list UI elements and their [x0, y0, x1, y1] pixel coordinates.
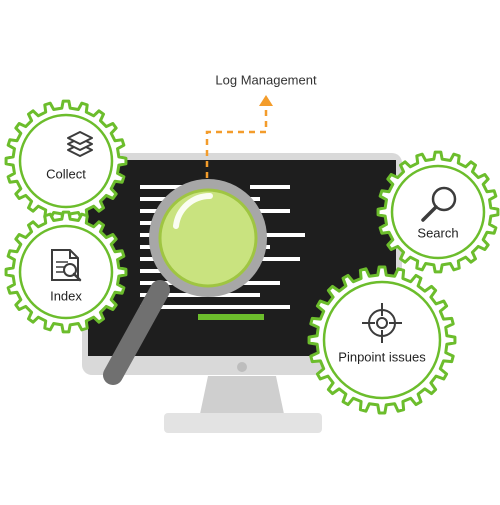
gear-label-pinpoint-issues: Pinpoint issues	[338, 349, 426, 365]
lens-highlight	[173, 192, 213, 229]
title-log-management: Log Management	[215, 72, 317, 88]
gear-search	[376, 150, 500, 274]
document-search-icon	[51, 249, 82, 282]
gear-label-index: Index	[50, 288, 82, 304]
magnifying-glass	[103, 179, 267, 385]
arrow-to-title	[205, 95, 273, 255]
gear-search-inner-ring	[390, 164, 486, 260]
layers-icon	[67, 131, 93, 157]
gear-label-search: Search	[417, 225, 459, 241]
screen-progress-line	[198, 314, 264, 320]
magnifier-handle	[103, 280, 170, 385]
gear-collect-inner-ring	[18, 113, 114, 209]
arrow-head	[259, 95, 273, 106]
magnifier-lens	[160, 190, 256, 286]
gear-label-collect: Collect	[46, 166, 86, 182]
magnifier-icon	[421, 186, 457, 222]
monitor-neck	[200, 376, 284, 414]
monitor-stand	[164, 413, 322, 433]
crosshair-icon	[362, 303, 402, 343]
monitor-power-dot	[237, 362, 247, 372]
